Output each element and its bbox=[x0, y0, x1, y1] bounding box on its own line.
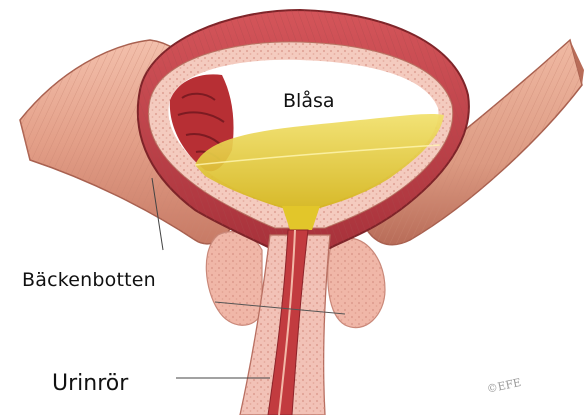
pelvic-floor-label: Bäckenbotten bbox=[22, 269, 156, 291]
urethra-label: Urinrör bbox=[52, 371, 128, 396]
bladder-label: Blåsa bbox=[283, 90, 335, 112]
